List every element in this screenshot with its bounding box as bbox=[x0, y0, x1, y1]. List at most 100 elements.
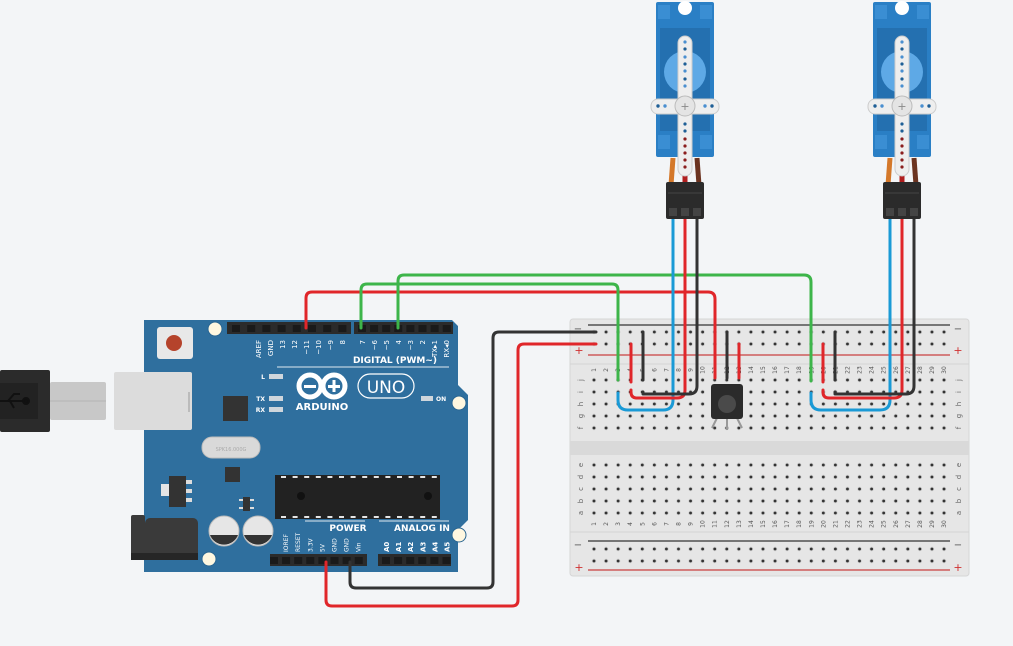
breadboard-hole[interactable] bbox=[785, 426, 789, 430]
analog-pin-hole[interactable] bbox=[418, 557, 427, 564]
ir-sensor[interactable] bbox=[711, 384, 743, 430]
breadboard-hole[interactable] bbox=[797, 547, 801, 551]
breadboard-hole[interactable] bbox=[821, 426, 825, 430]
breadboard-hole[interactable] bbox=[761, 487, 765, 491]
breadboard-hole[interactable] bbox=[665, 547, 668, 551]
breadboard-hole[interactable] bbox=[870, 559, 874, 563]
breadboard-hole[interactable] bbox=[713, 487, 717, 491]
breadboard-hole[interactable] bbox=[689, 330, 692, 334]
breadboard-hole[interactable] bbox=[616, 414, 620, 418]
breadboard-hole[interactable] bbox=[821, 330, 825, 334]
breadboard-hole[interactable] bbox=[809, 559, 813, 563]
breadboard-hole[interactable] bbox=[930, 330, 934, 334]
servo-motor-1[interactable]: + bbox=[650, 1, 720, 219]
breadboard-hole[interactable] bbox=[797, 378, 801, 382]
breadboard-hole[interactable] bbox=[858, 487, 861, 491]
breadboard-hole[interactable] bbox=[870, 330, 874, 334]
breadboard-hole[interactable] bbox=[652, 378, 656, 382]
power-pin-hole[interactable] bbox=[318, 557, 327, 564]
breadboard-hole[interactable] bbox=[870, 426, 874, 430]
breadboard-hole[interactable] bbox=[749, 487, 753, 491]
breadboard-hole[interactable] bbox=[882, 499, 886, 503]
breadboard-hole[interactable] bbox=[882, 487, 886, 491]
breadboard-hole[interactable] bbox=[882, 559, 886, 563]
breadboard-hole[interactable] bbox=[592, 475, 596, 479]
breadboard-hole[interactable] bbox=[797, 426, 801, 430]
analog-pin-hole[interactable] bbox=[406, 557, 415, 564]
breadboard-hole[interactable] bbox=[809, 511, 813, 515]
breadboard-hole[interactable] bbox=[785, 559, 789, 563]
breadboard-hole[interactable] bbox=[749, 414, 753, 418]
breadboard-hole[interactable] bbox=[628, 463, 632, 467]
breadboard-hole[interactable] bbox=[628, 426, 632, 430]
digital-pin-hole[interactable] bbox=[430, 325, 439, 332]
breadboard-hole[interactable] bbox=[689, 414, 692, 418]
breadboard-hole[interactable] bbox=[858, 547, 861, 551]
breadboard-hole[interactable] bbox=[846, 499, 849, 503]
power-pin-hole[interactable] bbox=[294, 557, 303, 564]
breadboard-hole[interactable] bbox=[749, 330, 753, 334]
breadboard-hole[interactable] bbox=[930, 342, 934, 346]
breadboard-hole[interactable] bbox=[701, 414, 705, 418]
digital-pin-hole[interactable] bbox=[382, 325, 391, 332]
breadboard-hole[interactable] bbox=[906, 402, 910, 406]
breadboard-hole[interactable] bbox=[616, 426, 620, 430]
breadboard-hole[interactable] bbox=[628, 547, 632, 551]
breadboard-hole[interactable] bbox=[834, 487, 837, 491]
digital-pin-hole[interactable] bbox=[262, 325, 271, 332]
breadboard-hole[interactable] bbox=[846, 547, 849, 551]
digital-pin-hole[interactable] bbox=[406, 325, 415, 332]
analog-pin-hole[interactable] bbox=[442, 557, 451, 564]
breadboard-hole[interactable] bbox=[858, 414, 861, 418]
breadboard-hole[interactable] bbox=[701, 463, 705, 467]
breadboard-hole[interactable] bbox=[773, 559, 777, 563]
breadboard-hole[interactable] bbox=[809, 414, 813, 418]
breadboard-hole[interactable] bbox=[918, 426, 922, 430]
breadboard-hole[interactable] bbox=[930, 499, 934, 503]
breadboard-hole[interactable] bbox=[701, 402, 705, 406]
breadboard-hole[interactable] bbox=[665, 402, 668, 406]
breadboard-hole[interactable] bbox=[761, 390, 765, 394]
breadboard-hole[interactable] bbox=[906, 463, 910, 467]
breadboard-hole[interactable] bbox=[665, 559, 668, 563]
breadboard-hole[interactable] bbox=[870, 402, 874, 406]
breadboard-hole[interactable] bbox=[942, 559, 946, 563]
breadboard-hole[interactable] bbox=[677, 487, 680, 491]
digital-pin-hole[interactable] bbox=[308, 325, 316, 332]
power-pin-hole[interactable] bbox=[306, 557, 315, 564]
breadboard-hole[interactable] bbox=[701, 511, 705, 515]
breadboard-hole[interactable] bbox=[604, 426, 608, 430]
breadboard-hole[interactable] bbox=[858, 402, 861, 406]
breadboard-hole[interactable] bbox=[652, 342, 656, 346]
breadboard-hole[interactable] bbox=[834, 499, 837, 503]
breadboard-hole[interactable] bbox=[942, 475, 946, 479]
breadboard-hole[interactable] bbox=[689, 559, 692, 563]
usb-cable[interactable] bbox=[0, 370, 106, 432]
breadboard-hole[interactable] bbox=[797, 330, 801, 334]
breadboard-hole[interactable] bbox=[640, 402, 644, 406]
breadboard-hole[interactable] bbox=[737, 463, 741, 467]
breadboard-hole[interactable] bbox=[882, 463, 886, 467]
breadboard-hole[interactable] bbox=[858, 426, 861, 430]
breadboard-hole[interactable] bbox=[942, 342, 946, 346]
digital-header-right[interactable] bbox=[354, 322, 453, 334]
breadboard-hole[interactable] bbox=[689, 499, 692, 503]
breadboard-hole[interactable] bbox=[640, 499, 644, 503]
servo2-signal-wire[interactable] bbox=[809, 214, 892, 412]
breadboard-hole[interactable] bbox=[894, 342, 898, 346]
breadboard-hole[interactable] bbox=[677, 342, 680, 346]
breadboard-hole[interactable] bbox=[785, 511, 789, 515]
breadboard-hole[interactable] bbox=[918, 390, 922, 394]
breadboard-hole[interactable] bbox=[665, 511, 668, 515]
breadboard-hole[interactable] bbox=[689, 475, 692, 479]
breadboard-hole[interactable] bbox=[616, 559, 620, 563]
breadboard-hole[interactable] bbox=[858, 511, 861, 515]
breadboard-hole[interactable] bbox=[773, 342, 777, 346]
breadboard-hole[interactable] bbox=[725, 511, 729, 515]
breadboard-hole[interactable] bbox=[773, 475, 777, 479]
breadboard-hole[interactable] bbox=[677, 475, 680, 479]
breadboard-hole[interactable] bbox=[797, 559, 801, 563]
breadboard-hole[interactable] bbox=[604, 342, 608, 346]
breadboard-hole[interactable] bbox=[604, 378, 608, 382]
